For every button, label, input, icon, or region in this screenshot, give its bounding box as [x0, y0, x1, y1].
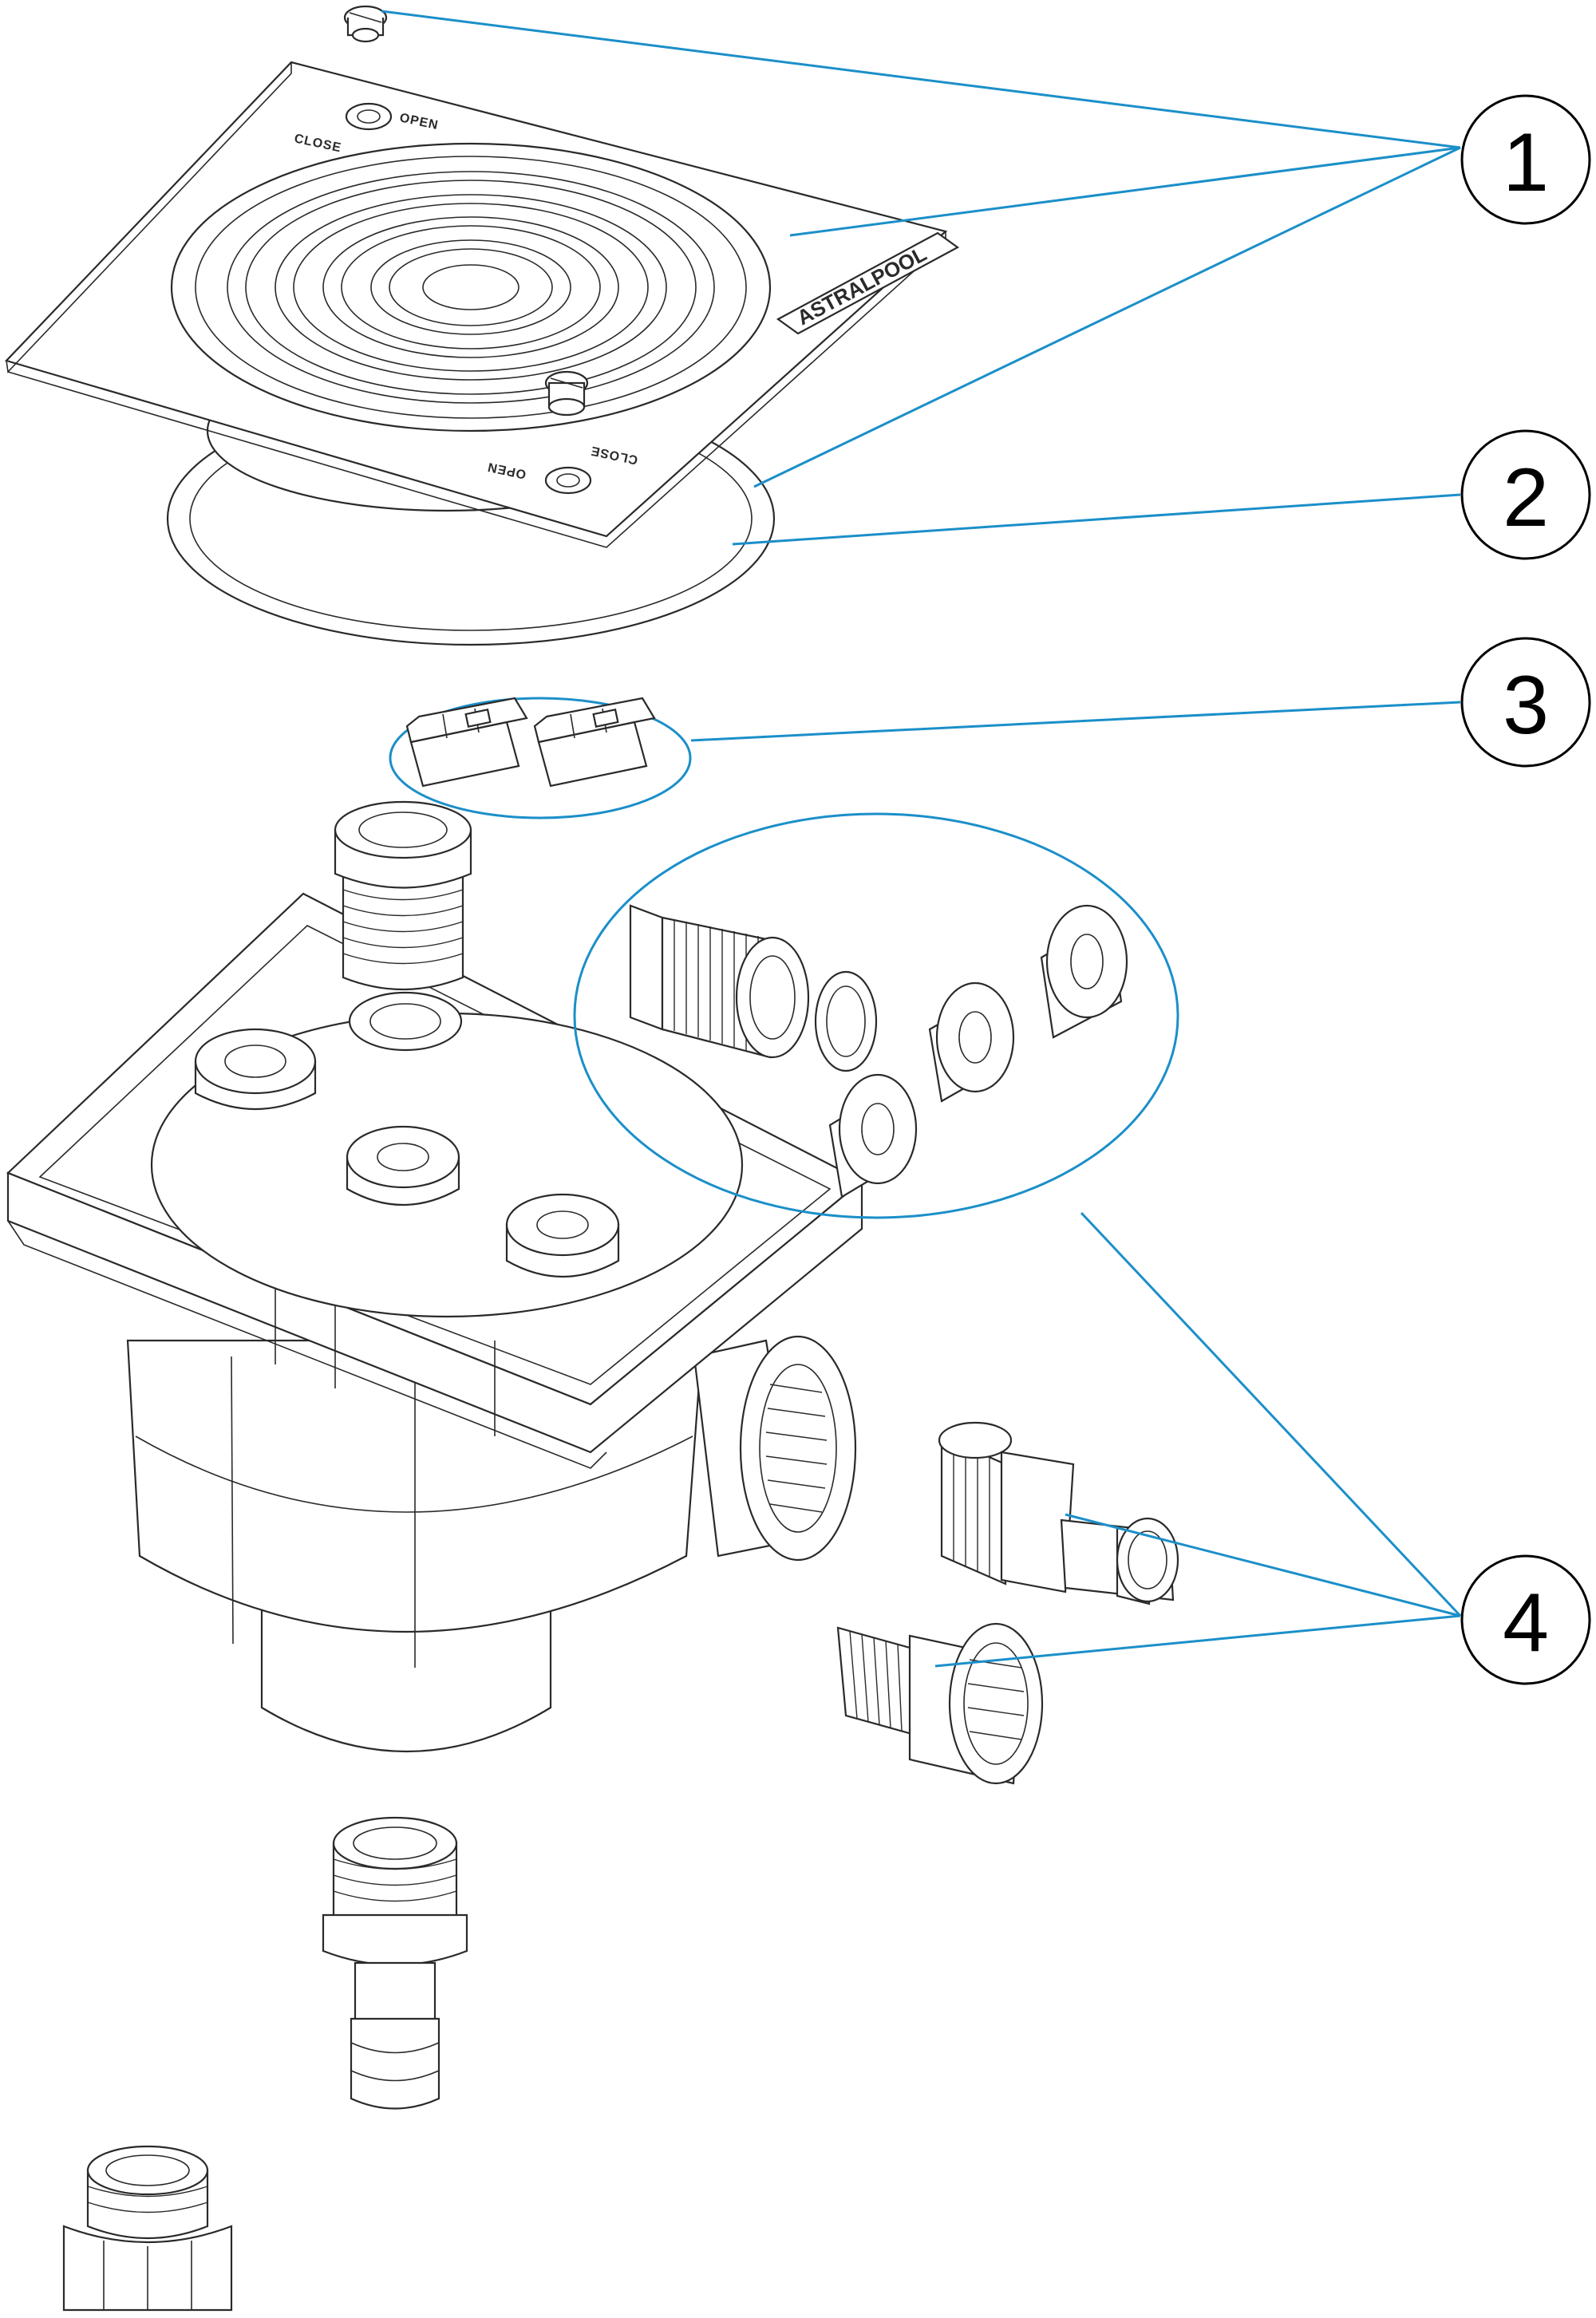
grate-screw	[544, 370, 589, 417]
callout-4-label: 4	[1503, 1577, 1549, 1669]
side-port	[693, 1335, 857, 1562]
bottom-hose-tail	[322, 1816, 468, 2110]
callout-2: 2	[1460, 429, 1591, 560]
clip-left	[405, 697, 528, 788]
boss-1	[194, 1028, 317, 1110]
body-threaded-connector	[334, 800, 472, 991]
clips-group	[389, 697, 692, 819]
female-adapter-fitting	[836, 1622, 1044, 1785]
grate-cover: CLOSE OPEN OPEN CLOSE ASTRALPOOL	[4, 61, 960, 548]
callout-3: 3	[1460, 637, 1591, 768]
threaded-adapter	[629, 904, 810, 1059]
fittings-group	[573, 812, 1179, 1219]
grate-rings	[170, 142, 772, 432]
plug-cap-3	[828, 1073, 918, 1198]
clip-right	[533, 697, 656, 788]
bottom-female-adapter	[62, 2145, 233, 2312]
callout-3-label: 3	[1503, 659, 1549, 752]
callout-2-label: 2	[1503, 452, 1549, 544]
callout-1-label: 1	[1503, 116, 1549, 209]
plug-cap-1	[928, 981, 1015, 1103]
o-ring-small	[814, 970, 878, 1072]
boss-4	[348, 991, 463, 1052]
drain-body	[6, 800, 863, 1752]
boss-2	[346, 1125, 460, 1206]
leader-lines	[381, 10, 1462, 1668]
boss-3	[505, 1193, 620, 1277]
callout-4: 4	[1460, 1554, 1591, 1685]
plug-cap-2	[1040, 904, 1128, 1039]
callout-1: 1	[1460, 94, 1591, 225]
top-screw	[343, 5, 388, 43]
hose-tail-fitting	[938, 1421, 1179, 1605]
